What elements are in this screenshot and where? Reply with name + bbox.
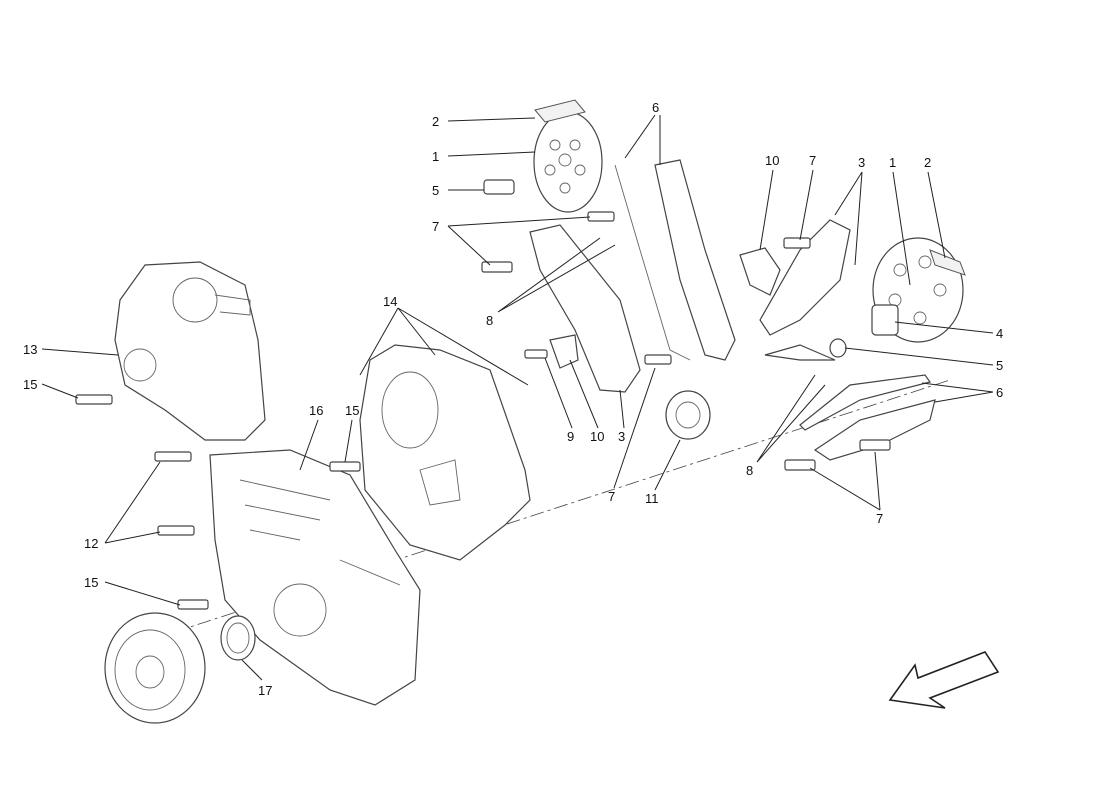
- callout-16: 16: [309, 403, 323, 418]
- part-5-bolt: [483, 179, 515, 195]
- callout-6: 6: [996, 385, 1003, 400]
- callout-8: 8: [486, 313, 493, 328]
- bolts: [75, 211, 891, 610]
- callout-7: 7: [608, 489, 615, 504]
- callout-14: 14: [383, 294, 397, 309]
- callout-1: 1: [432, 149, 439, 164]
- callout-5: 5: [432, 183, 439, 198]
- callout-9: 9: [567, 429, 574, 444]
- callout-6: 6: [652, 100, 659, 115]
- part-1-camshaft-sprocket-left: [533, 111, 603, 213]
- callout-10: 10: [590, 429, 604, 444]
- part-4-phaser: [871, 304, 899, 336]
- part-5-bolt-right: [829, 338, 847, 358]
- arrow-down-left-icon: [888, 651, 1000, 709]
- callout-7: 7: [432, 219, 439, 234]
- part-2-chain-segment-left: [534, 99, 586, 123]
- callout-5: 5: [996, 358, 1003, 373]
- callout-8: 8: [746, 463, 753, 478]
- callout-2: 2: [924, 155, 931, 170]
- callout-4: 4: [996, 326, 1003, 341]
- crankshaft-pulley: [104, 612, 206, 724]
- part-17-oil-seal: [220, 615, 256, 661]
- callout-15: 15: [84, 575, 98, 590]
- callout-3: 3: [618, 429, 625, 444]
- leader-lines: [41, 114, 994, 681]
- callout-10: 10: [765, 153, 779, 168]
- callout-17: 17: [258, 683, 272, 698]
- part-6-rail-right-upper: [799, 374, 931, 431]
- callout-15: 15: [23, 377, 37, 392]
- callout-1: 1: [889, 155, 896, 170]
- callout-7: 7: [876, 511, 883, 526]
- callout-13: 13: [23, 342, 37, 357]
- part-10-tensioner-left: [549, 334, 579, 369]
- callout-11: 11: [645, 491, 659, 506]
- part-11-tensioner: [665, 390, 711, 440]
- callout-12: 12: [84, 536, 98, 551]
- part-6-chain-rail: [654, 159, 736, 361]
- part-3-chain-guide-left: [529, 224, 641, 393]
- callout-2: 2: [432, 114, 439, 129]
- part-13-timing-housing: [114, 261, 266, 441]
- guide-shoe: [764, 344, 836, 361]
- callout-15: 15: [345, 403, 359, 418]
- part-14-inner-cover: [359, 344, 531, 561]
- part-2-chain-segment-right: [929, 249, 966, 276]
- callout-3: 3: [858, 155, 865, 170]
- part-6-rail-right-lower: [813, 399, 936, 461]
- callout-labels: 2 1 5 6 7 8 10 7 3 1 2 4 5 6 8 7 11 7 3 …: [23, 100, 1003, 698]
- part-10-tensioner-right: [739, 247, 781, 296]
- callout-7: 7: [809, 153, 816, 168]
